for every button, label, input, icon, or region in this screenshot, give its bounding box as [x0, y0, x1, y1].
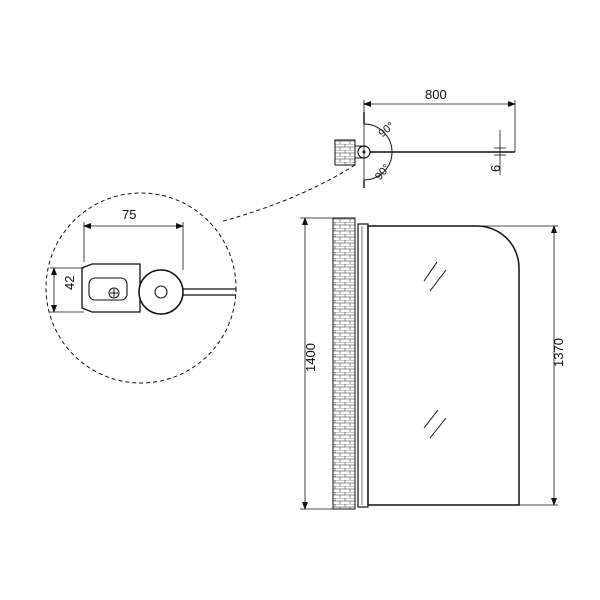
dim-800-label: 800 [425, 87, 447, 102]
angle-upper-label: 90° [376, 120, 396, 140]
detail-bracket-inner [88, 277, 128, 301]
detail-leader-dashed [219, 164, 356, 223]
glass-reflection-1b [429, 269, 447, 292]
glass-reflection-2b [429, 417, 447, 439]
dim-1370-label: 1370 [551, 338, 566, 367]
angle-lower-label: 90° [373, 162, 393, 182]
plan-arc-lower [363, 151, 393, 181]
glass-reflection-2a [423, 409, 439, 429]
detail-circle [45, 192, 237, 384]
dim-1400-label: 1400 [303, 343, 318, 372]
plan-arc-upper [363, 123, 393, 153]
detail-view: 75 42 [45, 192, 237, 384]
front-wall [332, 217, 356, 510]
dim-75-label: 75 [122, 207, 136, 222]
detail-hinge-pin [154, 285, 168, 299]
front-view: 1400 1370 [300, 217, 566, 510]
front-profile [357, 223, 369, 508]
dim-6-label: 6 [488, 165, 503, 172]
plan-wall [334, 139, 356, 166]
front-glass-panel [367, 225, 520, 506]
plan-view: 90° 90° 800 6 [334, 87, 516, 188]
glass-reflection-1a [423, 261, 438, 282]
dim-42-label: 42 [62, 276, 77, 290]
